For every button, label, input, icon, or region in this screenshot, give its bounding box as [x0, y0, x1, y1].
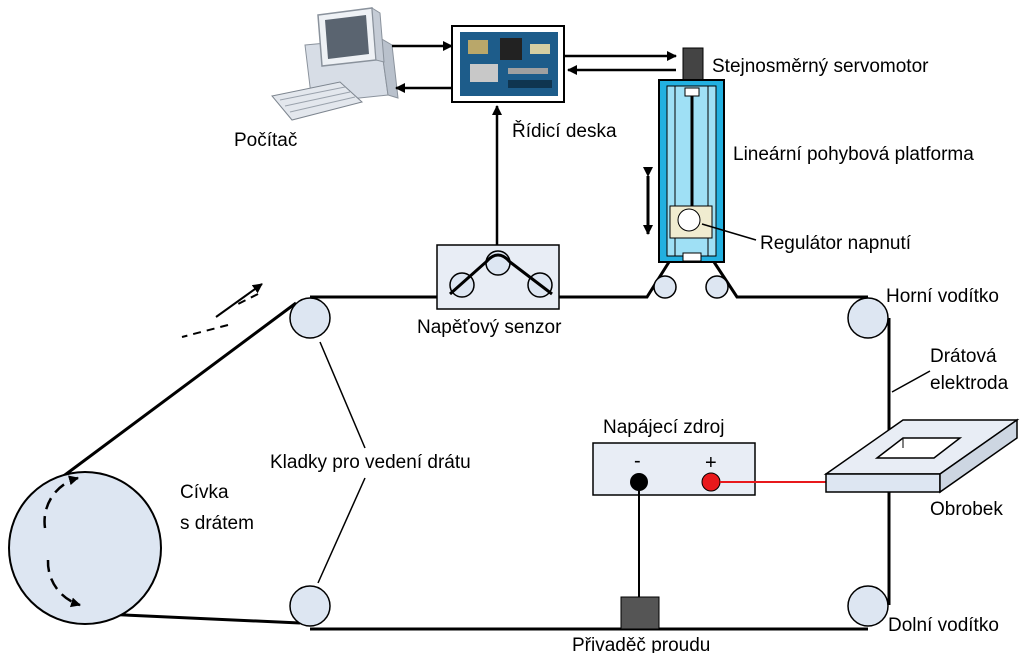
spool-rotation-arrow-top — [43, 475, 79, 529]
minus-terminal — [630, 473, 648, 491]
wire-motion-arrow-dashed — [181, 324, 229, 338]
linear-platform-icon — [658, 79, 725, 263]
power-supply-box — [592, 442, 756, 496]
wire-motion-arrow-forward — [215, 283, 263, 318]
guide-pulley-top-left — [289, 297, 331, 339]
servomotor-label: Stejnosměrný servomotor — [712, 56, 929, 77]
spool-rotation-arrow-bottom — [46, 559, 81, 608]
minus-terminal-label: - — [634, 450, 641, 472]
small-pulley-left — [653, 275, 677, 299]
guide-pulley-leader-top — [319, 341, 366, 449]
computer-label: Počítač — [234, 130, 297, 151]
servomotor-icon — [682, 47, 704, 81]
wire-spool — [8, 471, 162, 625]
guide-pulley-leader-bottom — [317, 477, 366, 584]
computer-icon — [271, 7, 399, 121]
workpiece-icon — [823, 418, 1020, 494]
wire-motion-arrow-dashed-b — [235, 293, 259, 306]
wire-electrode-label-line1: Drátová — [930, 346, 997, 367]
wire-electrode-label-line2: elektroda — [930, 373, 1009, 394]
tension-regulator-label: Regulátor napnutí — [760, 233, 912, 254]
current-feeder-label: Přivaděč proudu — [572, 635, 710, 653]
lower-guide-pulley — [847, 585, 889, 627]
guide-pulleys-label: Kladky pro vedení drátu — [270, 452, 471, 473]
small-pulley-right — [705, 275, 729, 299]
upper-guide-pulley — [847, 297, 889, 339]
guide-pulley-bottom-left — [289, 585, 331, 627]
control-board-icon — [451, 25, 565, 103]
spool-label-line2: s drátem — [180, 513, 254, 534]
current-feeder-icon — [620, 596, 660, 630]
spool-label-line1: Cívka — [180, 482, 229, 503]
lower-guide-label: Dolní vodítko — [888, 615, 999, 636]
plus-terminal — [701, 472, 721, 492]
power-supply-label: Napájecí zdroj — [603, 417, 724, 438]
regulator-leader — [701, 223, 757, 241]
linear-platform-label: Lineární pohybová platforma — [733, 144, 974, 165]
upper-guide-label: Horní vodítko — [886, 286, 999, 307]
wire-electrode-leader — [891, 370, 931, 393]
plus-terminal-label: + — [705, 452, 717, 474]
workpiece-label: Obrobek — [930, 499, 1003, 520]
tension-sensor-icon — [436, 244, 560, 310]
control-board-label: Řídicí deska — [512, 120, 617, 142]
tension-sensor-label: Napěťový senzor — [417, 317, 562, 338]
